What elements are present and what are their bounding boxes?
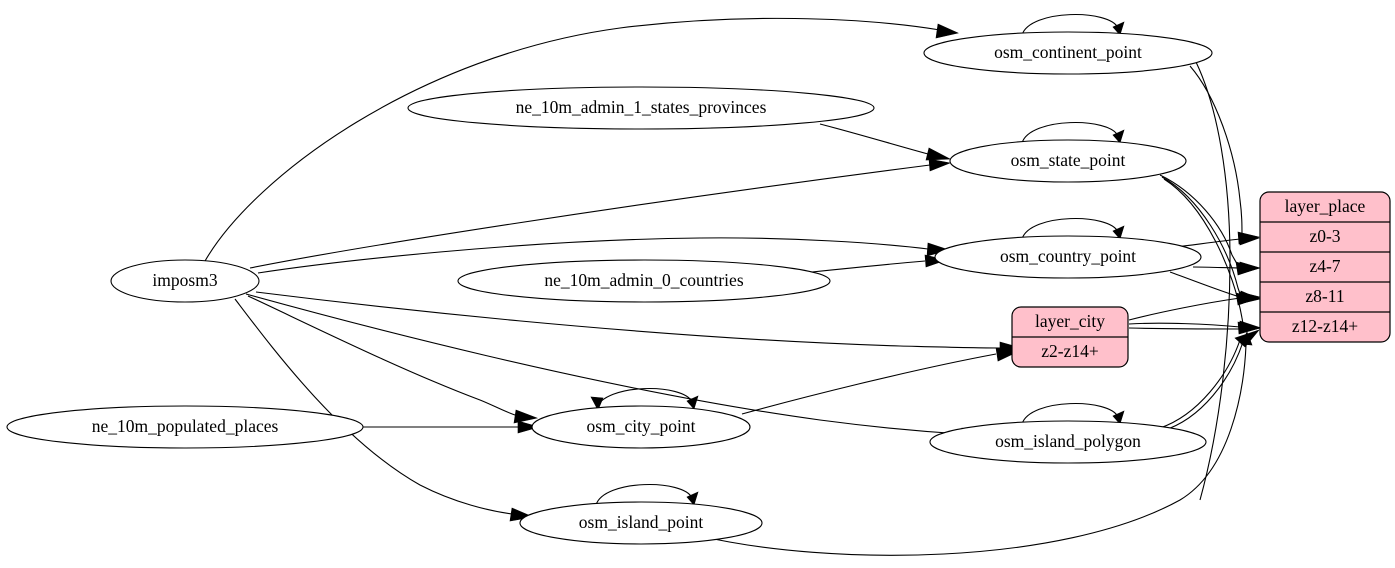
node-label-osm-city-point: osm_city_point (587, 416, 696, 436)
node-label-ne-countries: ne_10m_admin_0_countries (544, 270, 743, 290)
node-osm_island_polygon[interactable]: osm_island_polygon (929, 420, 1207, 464)
arrowhead-selfloop-osm_city_point (686, 395, 699, 410)
record-row-layer_city-title: layer_city (1035, 311, 1105, 331)
edge-osm_island_polygon-to-layer_place-z12 (1159, 339, 1241, 429)
edge-imposm3-to-osm_country_point (257, 237, 929, 274)
node-osm_island_point[interactable]: osm_island_point (519, 501, 763, 545)
node-ne_10m_populated_places[interactable]: ne_10m_populated_places (6, 405, 364, 449)
record-row-layer_place-z4-7[interactable]: z4-7 (1309, 256, 1340, 276)
node-shape-osm-city-point[interactable] (531, 405, 751, 449)
node-label-osm-island-point: osm_island_point (579, 512, 704, 532)
node-shape-osm-state-point[interactable] (949, 139, 1187, 183)
edge-layer_city-to-layer_place-z12 (1128, 322, 1241, 328)
node-shape-ne-countries[interactable] (457, 259, 831, 303)
edge-osm_country_point-to-layer_place-z4-7 (1192, 266, 1241, 269)
node-osm_country_point[interactable]: osm_country_point (934, 235, 1202, 279)
node-shape-osm-island-point[interactable] (519, 501, 763, 545)
node-shape-ne-states-provinces[interactable] (407, 86, 875, 130)
node-label-osm-country-point: osm_country_point (1000, 246, 1136, 266)
edge-imposm3-to-osm_island_point (234, 298, 513, 515)
record-layer: layer_place z0-3 z4-7 z8-11 z12-z14+ lay… (1011, 191, 1391, 368)
arrowhead-ne_states-osm_state_point (925, 147, 952, 161)
record-row-layer_place-z12-z14[interactable]: z12-z14+ (1292, 316, 1358, 336)
edge-osm_island_point-to-layer_place-z12 (699, 344, 1247, 556)
arrowhead-selfloop-osm_continent_point (1112, 21, 1125, 36)
node-label-osm-state-point: osm_state_point (1011, 150, 1126, 170)
node-label-osm-island-polygon: osm_island_polygon (995, 431, 1141, 451)
arrowhead-imposm3-osm_state_point (928, 158, 952, 172)
arrowhead-selfloop-osm_island_polygon (1112, 410, 1125, 425)
arrowhead-layercity-z8-11 (1239, 291, 1262, 305)
arrowhead-country-z4-7 (1239, 261, 1262, 275)
edge-osm_country_point-to-layer_place-z8-11 (1169, 271, 1241, 298)
edge-imposm3-to-osm_city_point (247, 295, 519, 417)
record-box-layer_place[interactable] (1259, 191, 1391, 343)
node-shape-imposm3[interactable] (110, 259, 260, 303)
record-row-layer_place-z8-11[interactable]: z8-11 (1305, 286, 1344, 306)
node-shape-osm-country-point[interactable] (934, 235, 1202, 279)
node-shape-osm-continent-point[interactable] (923, 31, 1213, 75)
arrowhead-imposm3-osm_continent_point (935, 23, 959, 39)
node-label-osm-continent-point: osm_continent_point (994, 42, 1142, 62)
node-label-ne-populated-places: ne_10m_populated_places (92, 416, 279, 436)
node-ne_10m_admin_1_states_provinces[interactable]: ne_10m_admin_1_states_provinces (407, 86, 875, 130)
selfloop-osm_island_point (595, 484, 693, 506)
record-row-layer_city-z2-z14[interactable]: z2-z14+ (1041, 341, 1099, 361)
edge-ne_countries-to-osm_country_point (811, 260, 926, 273)
edge-osm_island_polygon-to-layer_place-z12-b (1161, 341, 1244, 432)
edge-ne_states_provinces-to-osm_state_point (819, 123, 929, 155)
edge-layer (204, 14, 1263, 556)
arrowhead-country-z0-3 (1238, 232, 1261, 246)
arrowhead-selfloop-osm_country_point (1112, 225, 1125, 240)
edge-layer_city-to-layer_place-z12-b (1128, 327, 1241, 330)
edge-osm_city_point-to-layer_city (741, 353, 997, 415)
arrowhead-ne_populated-osm_city_point (517, 420, 541, 434)
arrowhead-islandpoint-z12 (1240, 331, 1253, 346)
node-imposm3[interactable]: imposm3 (110, 259, 260, 303)
node-label-imposm3: imposm3 (152, 270, 217, 290)
edge-imposm3-to-osm_continent_point (204, 17, 941, 262)
edge-imposm3-to-layer_city (255, 291, 1001, 349)
selfloop-osm_country_point (1021, 218, 1119, 240)
record-node-layer_place[interactable]: layer_place z0-3 z4-7 z8-11 z12-z14+ (1259, 191, 1391, 343)
node-osm_city_point[interactable]: osm_city_point (531, 405, 751, 449)
selfloop-osm_continent_point (1021, 14, 1119, 36)
edge-imposm3-to-osm_island_polygon (245, 293, 963, 435)
node-shape-osm-island-polygon[interactable] (929, 420, 1207, 464)
node-layer: imposm3 ne_10m_admin_1_states_provinces … (6, 31, 1213, 545)
node-osm_continent_point[interactable]: osm_continent_point (923, 31, 1213, 75)
edge-osm_continent_point-down-spline (1195, 61, 1231, 501)
edge-layer_city-to-layer_place-z8-11 (1128, 297, 1241, 321)
node-osm_state_point[interactable]: osm_state_point (949, 139, 1187, 183)
record-row-layer_place-z0-3[interactable]: z0-3 (1309, 226, 1340, 246)
selfloop-osm_state_point (1021, 122, 1119, 144)
arrowhead-selfloop-osm_state_point (1112, 129, 1125, 144)
arrowhead-selfloop2-osm_city_point (590, 396, 604, 411)
edge-imposm3-to-osm_state_point (249, 164, 931, 269)
node-ne_10m_admin_0_countries[interactable]: ne_10m_admin_0_countries (457, 259, 831, 303)
arrowhead-selfloop-osm_island_point (686, 491, 699, 506)
arrowhead-layercity-z12 (1238, 320, 1263, 334)
node-label-ne-states-provinces: ne_10m_admin_1_states_provinces (516, 97, 767, 117)
arrowhead-imposm3-osm_city_point (513, 409, 539, 424)
record-node-layer_city[interactable]: layer_city z2-z14+ (1011, 306, 1129, 368)
selfloop-osm_island_polygon (1021, 403, 1119, 425)
node-shape-ne-populated-places[interactable] (6, 405, 364, 449)
record-row-layer_place-title: layer_place (1285, 196, 1366, 216)
